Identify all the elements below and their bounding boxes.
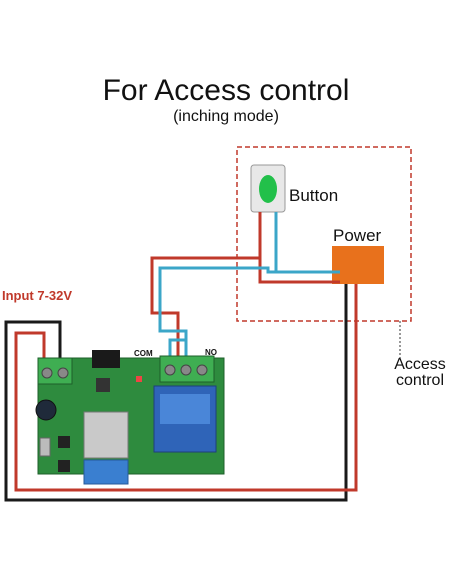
- wire-blue-relay: [168, 338, 186, 357]
- wire-black-power: [4, 284, 348, 502]
- wire-red-power: [14, 284, 358, 492]
- power-supply-box: [332, 246, 384, 284]
- page-title: For Access control: [102, 74, 350, 107]
- no-terminal-label: NO: [205, 348, 217, 357]
- led: [136, 376, 142, 382]
- input-screw-1: [41, 367, 53, 379]
- wire-red-com: [150, 256, 340, 357]
- relay-screw-2: [180, 364, 192, 376]
- board-button-2: [58, 460, 70, 472]
- wire-blue-no: [158, 266, 340, 357]
- board-button-1: [58, 436, 70, 448]
- inductor: [96, 378, 110, 392]
- esp-module: [83, 411, 129, 459]
- power-label: Power: [333, 226, 382, 245]
- rf-module: [92, 350, 120, 368]
- input-screw-2: [57, 367, 69, 379]
- access-label-line1: Access: [394, 356, 446, 373]
- usb-port: [39, 437, 51, 457]
- relay-screw-1: [164, 364, 176, 376]
- com-terminal-label: COM: [134, 349, 153, 358]
- capacitor: [35, 399, 57, 421]
- access-control-label: Access control: [388, 357, 452, 389]
- esp-antenna: [83, 459, 129, 485]
- relay-screw-3: [196, 364, 208, 376]
- button-green-icon: [259, 175, 277, 203]
- button-label: Button: [289, 186, 339, 205]
- access-control-box: [236, 146, 412, 322]
- page-subtitle: (inching mode): [173, 108, 279, 125]
- input-voltage-label: Input 7-32V: [2, 288, 73, 303]
- relay-label: [160, 394, 210, 424]
- access-label-line2: control: [395, 372, 445, 389]
